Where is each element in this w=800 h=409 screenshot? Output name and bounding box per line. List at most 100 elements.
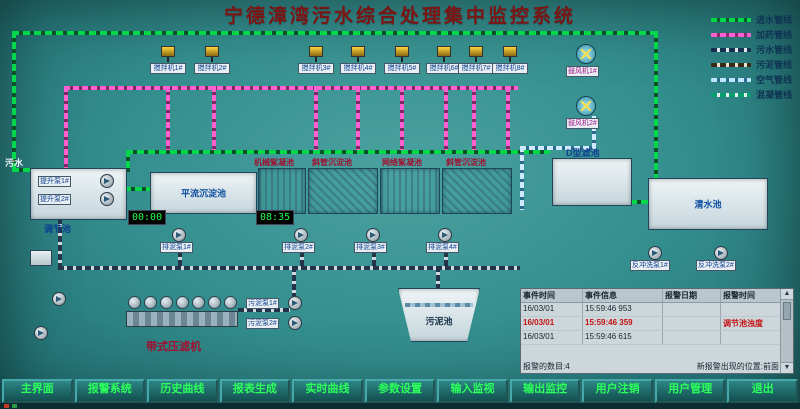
dosing-pump-icon[interactable] [52, 292, 66, 306]
shaft-icon [475, 57, 477, 62]
mud-pump-icon[interactable] [172, 228, 186, 242]
horizontal-sedimentation-tank[interactable]: 平流沉淀池 [150, 172, 257, 214]
mixer-unit[interactable]: 搅拌机7# [458, 46, 494, 74]
taskbar-button[interactable] [12, 404, 17, 408]
motor-icon [161, 46, 175, 57]
sludge-pump-icon[interactable] [288, 316, 302, 330]
alarm-cell: 16/03/01 [521, 303, 583, 316]
pipe-segment [520, 146, 524, 210]
param-settings-button[interactable]: 参数设置 [364, 379, 436, 403]
clear-water-tank[interactable]: 清水池 [648, 178, 768, 230]
legend-label: 混凝管线 [755, 90, 792, 100]
scroll-thumb[interactable] [783, 302, 791, 320]
history-curve-button[interactable]: 历史曲线 [147, 379, 218, 403]
mixer-unit[interactable]: 搅拌机8# [492, 46, 528, 74]
mud-pump-icon[interactable] [438, 228, 452, 242]
alarm-scrollbar[interactable]: ▲ ▼ [780, 289, 793, 373]
roller-icon [223, 296, 237, 309]
pipe-segment [292, 266, 296, 304]
mud-pump-label: 排泥泵1# [160, 242, 193, 253]
inclined-tube-sedimentation-tank-1-label: 斜管沉淀池 [312, 158, 352, 167]
alarm-header-cell: 报警日期 [663, 289, 721, 302]
alarm-cell [721, 303, 781, 316]
legend-item: 混凝管线 [710, 87, 792, 102]
belt-filter-press[interactable] [126, 296, 238, 327]
output-monitor-button[interactable]: 输出监控 [509, 379, 581, 403]
mud-pump-icon[interactable] [294, 228, 308, 242]
dosing-pump-icon[interactable] [34, 326, 48, 340]
input-monitor-button[interactable]: 输入监视 [437, 379, 508, 403]
main-screen-button[interactable]: 主界面 [2, 379, 73, 403]
press-body [126, 311, 238, 327]
grid-flocculation-tank[interactable] [380, 168, 440, 214]
inclined-tube-sedimentation-tank-2-label: 斜管沉淀池 [446, 158, 486, 167]
mixer-unit[interactable]: 搅拌机2# [194, 46, 230, 74]
motor-icon [395, 46, 409, 57]
water-level-icon [405, 303, 473, 307]
alarm-header-cell: 报警时间 [721, 289, 781, 302]
dosing-tank[interactable] [30, 250, 52, 266]
legend-label: 空气管线 [755, 75, 792, 85]
alarm-cell: 15:59:46 615 [583, 331, 663, 344]
user-manage-button[interactable]: 用户管理 [654, 379, 726, 403]
alarm-header-cell: 事件时间 [521, 289, 583, 302]
pipe-segment [592, 116, 596, 150]
mud-pump-icon[interactable] [366, 228, 380, 242]
pipe-segment [630, 200, 650, 204]
report-generate-button[interactable]: 报表生成 [219, 379, 291, 403]
pipe-segment [64, 86, 518, 90]
mixer-unit[interactable]: 搅拌机1# [150, 46, 186, 74]
motor-icon [309, 46, 323, 57]
taskbar-button[interactable] [4, 404, 9, 408]
mud-pump-label: 排泥泵2# [282, 242, 315, 253]
coagulation-pipe-swatch [710, 92, 751, 97]
pipe-segment [166, 86, 170, 150]
alarm-cell: 16/03/01 [521, 317, 583, 330]
blower-fan-icon[interactable] [576, 96, 596, 116]
timer-display: 00:00 [128, 210, 167, 225]
tank-label: 污泥池 [425, 316, 453, 327]
realtime-curve-button[interactable]: 实时曲线 [292, 379, 363, 403]
motor-icon [469, 46, 483, 57]
scroll-up-icon[interactable]: ▲ [781, 289, 793, 300]
page-title: 宁德漳湾污水综合处理集中监控系统 [223, 6, 576, 27]
d-type-filter[interactable] [552, 158, 632, 206]
sludge-pump-icon[interactable] [288, 296, 302, 310]
mixer-unit[interactable]: 搅拌机4# [340, 46, 376, 74]
alarm-system-button[interactable]: 报警系统 [74, 379, 146, 403]
lift-pump-icon[interactable] [100, 174, 114, 188]
inclined-tube-sedimentation-tank-1[interactable] [308, 168, 378, 214]
pipe-segment [12, 31, 658, 35]
alarm-position: 新报警出现的位置:前面 [696, 362, 779, 371]
inclined-tube-sedimentation-tank-2[interactable] [442, 168, 512, 214]
taskbar [0, 403, 800, 409]
motor-icon [503, 46, 517, 57]
blower-fan-icon[interactable] [576, 44, 596, 64]
mixer-label: 搅拌机7# [458, 63, 494, 74]
mixer-unit[interactable]: 搅拌机6# [426, 46, 462, 74]
alarm-row[interactable]: 16/03/01 15:59:46 615 [521, 331, 781, 345]
mixer-unit[interactable]: 搅拌机5# [384, 46, 420, 74]
mixer-label: 搅拌机8# [492, 63, 528, 74]
user-logout-button[interactable]: 用户注销 [582, 379, 653, 403]
backwash-pump-icon[interactable] [648, 246, 662, 260]
exit-button[interactable]: 退出 [727, 379, 799, 403]
sludge-tank[interactable]: 污泥池 [398, 288, 480, 342]
blower-label: 鼓风机1# [566, 66, 599, 77]
roller-icon [191, 296, 205, 309]
pipe-segment [300, 242, 304, 266]
legend-item: 污水管线 [710, 42, 792, 57]
mixer-label: 搅拌机5# [384, 63, 420, 74]
scroll-down-icon[interactable]: ▼ [781, 362, 793, 373]
backwash-pump-icon[interactable] [714, 246, 728, 260]
pipe-segment [506, 86, 510, 150]
mechanical-flocculation-tank[interactable] [258, 168, 306, 214]
shaft-icon [401, 57, 403, 62]
alarm-row[interactable]: 16/03/01 15:59:46 953 [521, 303, 781, 317]
alarm-cell: 调节池浊度 [721, 317, 781, 330]
alarm-row-active[interactable]: 16/03/01 15:59:46 359 调节池浊度 [521, 317, 781, 331]
lift-pump-icon[interactable] [100, 192, 114, 206]
lift-pump-label: 提升泵1# [38, 176, 71, 187]
mixer-unit[interactable]: 搅拌机3# [298, 46, 334, 74]
tank-label: 平流沉淀池 [180, 188, 226, 199]
